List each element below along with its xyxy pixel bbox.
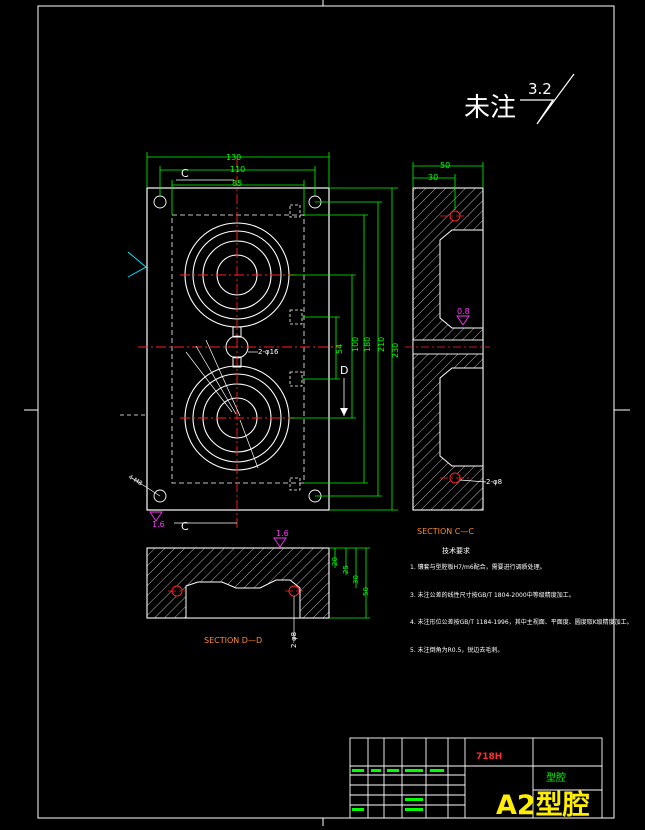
dim-total-height: 230 bbox=[391, 343, 400, 358]
upper-cavity-cut bbox=[439, 229, 484, 329]
right-dimensions bbox=[290, 187, 398, 511]
section-arrow-icon bbox=[127, 251, 147, 278]
roughness-symbol-icon bbox=[520, 73, 575, 125]
part-name: 型腔 bbox=[546, 771, 566, 784]
title-block-grid bbox=[349, 737, 603, 819]
material: 718H bbox=[476, 752, 502, 762]
bottom-cavity-cut bbox=[185, 579, 301, 619]
side-roughness: 0.8 bbox=[457, 307, 470, 316]
bottom-dimensions bbox=[329, 547, 370, 619]
dim-overall-width: 130 bbox=[226, 153, 241, 162]
side-hole-note: 2-φ8 bbox=[486, 478, 502, 486]
corner-hole bbox=[153, 489, 167, 503]
side-centerlines bbox=[405, 215, 490, 479]
tech-note-item: 1. 镶套与型腔板H7/m6配合，需要进行调质处理。 bbox=[410, 563, 546, 571]
roughness-icon bbox=[149, 511, 163, 522]
bottom-section-view: 1.6 20 25 30 50 2-φ8 SECTION D—D bbox=[146, 529, 370, 648]
technical-notes: 技术要求 1. 镶套与型腔板H7/m6配合，需要进行调质处理。 3. 未注公差的… bbox=[410, 546, 633, 654]
top-dimensions bbox=[146, 152, 330, 215]
hole-note: 2-φ16 bbox=[258, 348, 279, 356]
side-dim-width: 50 bbox=[440, 161, 450, 170]
section-cc-title: SECTION C—C bbox=[417, 527, 474, 536]
bottom-hole-note: 2-φ8 bbox=[290, 632, 298, 648]
section-dd-title: SECTION D—D bbox=[204, 636, 262, 645]
dim-inner-width: 85 bbox=[232, 179, 242, 188]
bottom-dim-2: 25 bbox=[342, 565, 350, 574]
corner-holes bbox=[153, 195, 322, 503]
dim-h-210: 210 bbox=[377, 337, 386, 352]
section-mark-top: C bbox=[181, 167, 189, 180]
bottom-roughness: 1.6 bbox=[276, 529, 289, 538]
lower-cavity-cut bbox=[439, 367, 484, 467]
drawing-frame bbox=[24, 0, 630, 826]
tech-note-item: 4. 未注形位公差按GB/T 1184-1996，其中主视面、平面度、圆度取K级… bbox=[410, 618, 633, 626]
surface-note-value: 3.2 bbox=[528, 80, 552, 98]
leader-lines bbox=[131, 339, 259, 497]
surface-roughness-note: 未注 3.2 bbox=[464, 73, 575, 125]
front-view: 130 110 85 C C D 230 210 bbox=[120, 152, 400, 533]
section-mark-side: D bbox=[340, 364, 348, 377]
centerlines bbox=[138, 158, 340, 528]
side-dimensions bbox=[412, 162, 484, 210]
roughness-left: 1.6 bbox=[152, 520, 165, 529]
roughness-icon bbox=[456, 315, 470, 326]
title-block-marks bbox=[352, 769, 444, 811]
dim-hole-span: 110 bbox=[230, 165, 245, 174]
hidden-pocket bbox=[171, 214, 305, 484]
bottom-dim-1: 20 bbox=[331, 557, 339, 566]
corner-hole-note: 4-M8 bbox=[127, 474, 144, 488]
tech-notes-heading: 技术要求 bbox=[442, 546, 470, 555]
dim-h-54: 54 bbox=[335, 344, 344, 354]
dim-h-100: 100 bbox=[351, 337, 360, 352]
bottom-dim-3: 30 bbox=[352, 575, 360, 584]
tech-note-item: 5. 未注倒角为R0.5，锐边去毛刺。 bbox=[410, 646, 503, 654]
roughness-icon bbox=[273, 537, 287, 548]
plate-outline bbox=[146, 187, 330, 511]
dim-h-180: 180 bbox=[363, 337, 372, 352]
tech-note-item: 3. 未注公差的线性尺寸按GB/T 1804-2000中等级精度加工。 bbox=[410, 591, 575, 599]
watermark: A2型腔 bbox=[496, 790, 590, 821]
side-section-view: 50 30 0.8 2-φ8 SECTION C—C bbox=[405, 161, 502, 536]
corner-hole bbox=[153, 195, 167, 209]
leader-line bbox=[459, 479, 487, 483]
arrow-down-icon bbox=[340, 408, 348, 416]
side-pockets bbox=[289, 204, 303, 491]
bottom-dim-4: 50 bbox=[362, 587, 370, 596]
surface-note-label: 未注 bbox=[464, 93, 516, 123]
title-block: 718H 型腔 bbox=[349, 737, 603, 819]
side-dim-offset: 30 bbox=[428, 173, 438, 182]
section-mark-bottom: C bbox=[181, 520, 189, 533]
